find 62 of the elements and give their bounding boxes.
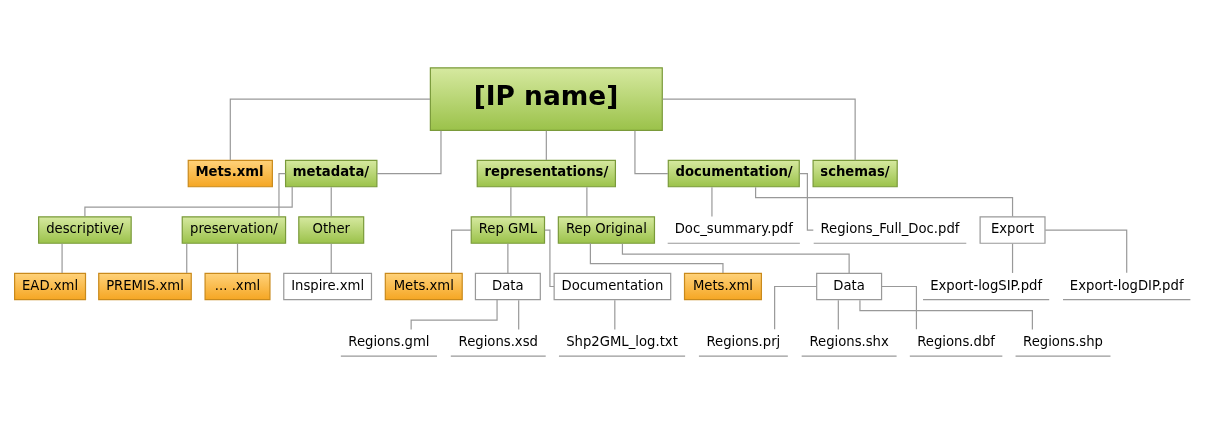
- connector: [859, 299, 1033, 330]
- node-box: documentation/: [667, 159, 800, 187]
- node-box: Rep Original: [557, 215, 656, 244]
- connector: [278, 172, 286, 217]
- node-text: Shp2GML_log.txt: [566, 333, 678, 349]
- connector: [229, 97, 431, 161]
- node-box: schemas/: [812, 159, 898, 187]
- connector: [236, 242, 239, 274]
- connector: [1044, 228, 1128, 273]
- node-text: Export-logDIP.pdf: [1069, 277, 1184, 293]
- connector: [61, 242, 63, 274]
- node-box: ... .xml: [204, 272, 271, 300]
- node-text: Doc_summary.pdf: [674, 220, 793, 236]
- node-box: Data: [816, 272, 883, 300]
- connector: [510, 186, 512, 217]
- connector: [451, 228, 472, 273]
- connector: [614, 299, 616, 330]
- connector: [518, 299, 520, 330]
- node-box: preservation/: [181, 215, 287, 244]
- node-box: PREMIS.xml: [98, 272, 192, 300]
- connector: [545, 129, 547, 161]
- node-box: EAD.xml: [14, 272, 87, 300]
- connector: [711, 186, 713, 217]
- connector: [330, 242, 332, 274]
- connector: [798, 172, 814, 231]
- node-box: Export: [979, 215, 1046, 244]
- node-text: Regions.shp: [1023, 333, 1103, 349]
- node-box: metadata/: [284, 159, 378, 187]
- node-text: Regions.gml: [348, 333, 430, 349]
- connector: [410, 298, 498, 330]
- node-box: Mets.xml: [187, 159, 273, 187]
- connector: [330, 186, 332, 217]
- connector: [586, 186, 588, 217]
- node-text: Regions.dbf: [917, 333, 995, 349]
- node-box: Rep GML: [470, 215, 546, 244]
- node-box: Other: [298, 215, 365, 244]
- node-text: Export-logSIP.pdf: [930, 277, 1043, 293]
- node-box: representations/: [476, 159, 616, 187]
- node-text: Regions.xsd: [458, 333, 538, 349]
- node-text: Regions_Full_Doc.pdf: [820, 220, 960, 236]
- node-box: Inspire.xml: [283, 272, 373, 300]
- connector: [621, 242, 850, 274]
- node-box: Data: [474, 272, 541, 300]
- node-box: Mets.xml: [384, 272, 463, 300]
- node-box: [IP name]: [429, 66, 663, 131]
- connector: [84, 185, 293, 217]
- node-box: descriptive/: [38, 215, 132, 244]
- connector: [507, 242, 509, 274]
- node-box: Documentation: [553, 272, 672, 300]
- connector: [589, 242, 724, 274]
- connector: [881, 285, 917, 330]
- connector: [837, 299, 839, 330]
- connector: [662, 97, 856, 161]
- node-text: Regions.prj: [706, 333, 781, 349]
- connector: [186, 242, 188, 274]
- connector: [774, 285, 818, 330]
- connector: [634, 129, 669, 174]
- node-box: Mets.xml: [683, 272, 762, 300]
- connector: [376, 129, 442, 174]
- node-text: Regions.shx: [809, 333, 889, 349]
- connector: [755, 186, 1014, 217]
- connector: [1011, 242, 1014, 274]
